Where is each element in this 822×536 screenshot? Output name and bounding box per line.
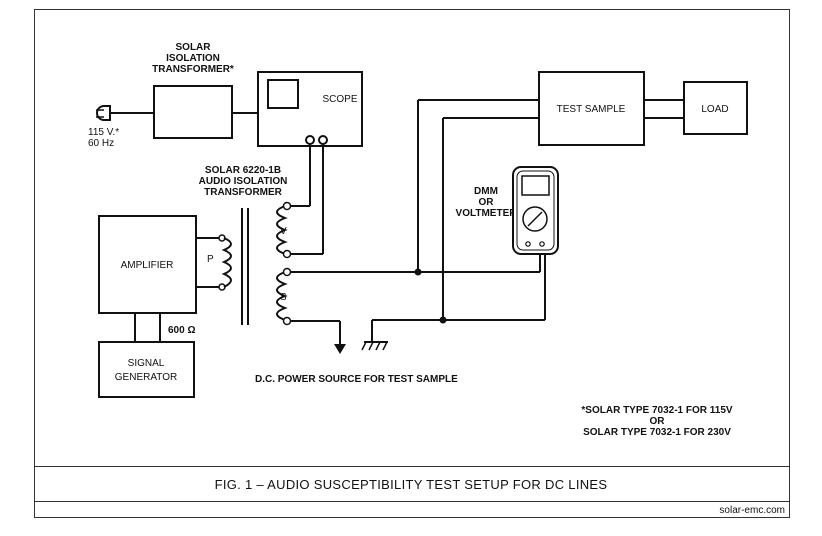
website-credit: solar-emc.com [719, 505, 785, 516]
audio-transformer-label-2: AUDIO ISOLATION [199, 176, 288, 187]
scope-label: SCOPE [322, 94, 357, 105]
outer-border [34, 9, 790, 518]
ground-icon [361, 341, 388, 351]
primary-winding [196, 234, 232, 291]
audio-transformer-label-1: SOLAR 6220-1B [205, 165, 281, 176]
dmm-label-2: OR [479, 197, 495, 208]
scope-probe-left [305, 135, 315, 145]
dc-source-arrow-icon [334, 344, 346, 354]
isolation-transformer-label-2: ISOLATION [166, 53, 220, 64]
isolation-transformer-box [153, 85, 233, 139]
secondary-winding-v [276, 144, 324, 259]
winding-s-label: S [280, 292, 287, 303]
power-plug-icon [96, 105, 154, 121]
impedance-label: 600 Ω [168, 325, 195, 336]
multimeter-icon [512, 166, 559, 255]
dc-source-label: D.C. POWER SOURCE FOR TEST SAMPLE [255, 374, 458, 385]
mains-label-line2: 60 Hz [88, 138, 114, 149]
load-label: LOAD [701, 104, 728, 115]
footnote-line2: OR [650, 416, 666, 427]
figure-caption: FIG. 1 – AUDIO SUSCEPTIBILITY TEST SETUP… [215, 477, 608, 492]
footnote-line3: SOLAR TYPE 7032-1 FOR 230V [583, 427, 731, 438]
test-sample-box [538, 71, 645, 146]
footnote-line1: *SOLAR TYPE 7032-1 FOR 115V [581, 405, 733, 416]
signal-generator-label-1: SIGNAL [128, 358, 165, 369]
amplifier-box [98, 215, 197, 314]
dmm-label-3: VOLTMETER [456, 208, 518, 219]
scope-screen [267, 79, 299, 109]
winding-p-label: P [207, 254, 214, 265]
mains-label-line1: 115 V.* [88, 127, 119, 138]
audio-transformer-label-3: TRANSFORMER [204, 187, 283, 198]
signal-generator-box [98, 341, 195, 398]
isolation-transformer-label-1: SOLAR [176, 42, 212, 53]
isolation-transformer-label-3: TRANSFORMER* [152, 64, 234, 75]
load-box [683, 81, 748, 135]
scope-probe-right [318, 135, 328, 145]
amplifier-label: AMPLIFIER [121, 260, 174, 271]
winding-v-label: V [280, 226, 287, 237]
signal-generator-label-2: GENERATOR [115, 372, 177, 383]
test-sample-label: TEST SAMPLE [557, 104, 626, 115]
dmm-label-1: DMM [474, 186, 498, 197]
